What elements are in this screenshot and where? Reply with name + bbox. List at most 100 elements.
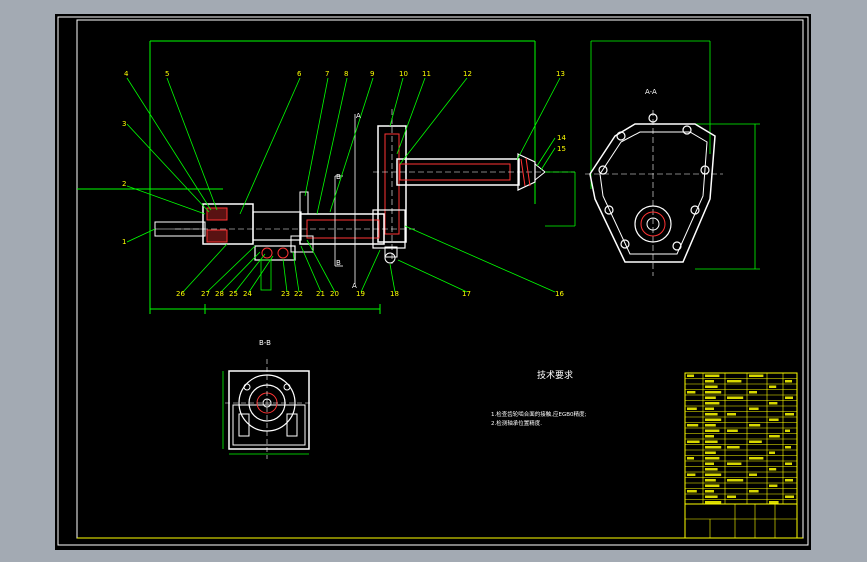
table-cell-mark <box>749 407 759 410</box>
part-label: 1 <box>122 238 126 246</box>
part-label: 17 <box>462 290 471 298</box>
table-cell-mark <box>705 380 714 383</box>
table-cell-mark <box>769 418 779 421</box>
part-label: 26 <box>176 290 185 298</box>
table-cell-mark <box>769 451 775 454</box>
table-cell-mark <box>785 462 792 465</box>
table-cell-mark <box>769 385 777 388</box>
table-cell-mark <box>705 484 720 487</box>
part-label: 13 <box>556 70 565 78</box>
part-label: 3 <box>122 120 126 128</box>
table-cell-mark <box>705 424 716 427</box>
part-label: 15 <box>557 145 566 153</box>
part-label: 18 <box>390 290 399 298</box>
table-cell-mark <box>749 391 757 394</box>
table-cell-mark <box>749 424 761 427</box>
part-label: 24 <box>243 290 252 298</box>
part-label: 10 <box>399 70 408 78</box>
table-cell-mark <box>687 407 697 410</box>
tech-req-heading: 技术要求 <box>537 369 573 381</box>
table-cell-mark <box>769 468 777 471</box>
table-cell-mark <box>727 446 740 449</box>
part-label: 23 <box>281 290 290 298</box>
part-label: 19 <box>356 290 365 298</box>
part-label: 16 <box>555 290 564 298</box>
parts-list-table <box>684 372 798 539</box>
leader-lines <box>126 77 561 293</box>
table-cell-mark <box>705 435 714 438</box>
table-cell-mark <box>687 374 694 377</box>
table-cell-mark <box>785 380 792 383</box>
part-label: 2 <box>122 180 126 188</box>
part-label: 7 <box>325 70 329 78</box>
section-bb-label: B-B <box>259 339 271 347</box>
outer-border <box>57 16 809 546</box>
table-cell-mark <box>785 495 794 498</box>
cad-viewport: 4 5 6 7 8 9 10 11 12 13 3 2 1 26 27 28 2… <box>55 14 811 550</box>
table-cell-mark <box>705 385 718 388</box>
table-cell-mark <box>705 374 720 377</box>
table-cell-mark <box>705 479 716 482</box>
table-cell-mark <box>705 495 718 498</box>
table-cell-mark <box>785 446 791 449</box>
inner-border <box>76 19 804 539</box>
drawing-canvas: 4 5 6 7 8 9 10 11 12 13 3 2 1 26 27 28 2… <box>57 16 809 546</box>
section-marker-b-bottom: B <box>336 259 341 267</box>
part-label: 27 <box>201 290 210 298</box>
table-cell-mark <box>785 396 793 399</box>
table-cell-mark <box>749 473 757 476</box>
table-cell-mark <box>687 424 699 427</box>
table-cell-mark <box>705 407 714 410</box>
table-cell-mark <box>769 501 779 504</box>
table-cell-mark <box>705 429 720 432</box>
table-cell-mark <box>785 479 793 482</box>
table-cell-mark <box>687 490 697 493</box>
table-cell-mark <box>687 473 696 476</box>
table-cell-mark <box>727 479 744 482</box>
part-label: 21 <box>316 290 325 298</box>
table-cell-mark <box>705 396 716 399</box>
table-cell-mark <box>705 473 722 476</box>
section-marker-a-top: A <box>356 112 361 120</box>
table-cell-mark <box>727 429 738 432</box>
table-cell-mark <box>705 413 718 416</box>
section-bb-view <box>222 359 313 459</box>
table-cell-mark <box>749 457 764 460</box>
table-cell-mark <box>769 435 780 438</box>
part-label: 9 <box>370 70 374 78</box>
part-label: 20 <box>330 290 339 298</box>
part-number-labels: 4 5 6 7 8 9 10 11 12 13 3 2 1 26 27 28 2… <box>122 70 566 298</box>
table-cell-mark <box>769 402 778 405</box>
table-cell-mark <box>705 402 720 405</box>
table-cell-mark <box>705 391 722 394</box>
table-cell-mark <box>705 462 714 465</box>
table-cell-mark <box>727 495 736 498</box>
section-aa-label: A-A <box>645 88 657 96</box>
part-label: 5 <box>165 70 169 78</box>
table-cell-mark <box>705 418 722 421</box>
part-label: 14 <box>557 134 566 142</box>
section-marker-b-top: B <box>336 173 341 181</box>
table-cell-mark <box>687 440 700 443</box>
part-label: 25 <box>229 290 238 298</box>
table-cell-mark <box>727 396 744 399</box>
section-markers: A A B B <box>336 112 361 290</box>
part-label: 12 <box>463 70 472 78</box>
table-cell-mark <box>749 490 759 493</box>
table-cell-mark <box>687 391 696 394</box>
part-label: 6 <box>297 70 302 78</box>
part-label: 8 <box>344 70 348 78</box>
section-aa-view <box>545 40 760 276</box>
table-cell-mark <box>705 457 720 460</box>
table-cell-mark <box>705 468 718 471</box>
table-cell-mark <box>687 457 694 460</box>
table-cell-mark <box>705 451 716 454</box>
table-cell-mark <box>769 484 778 487</box>
part-label: 28 <box>215 290 224 298</box>
table-cell-mark <box>705 446 722 449</box>
part-label: 11 <box>422 70 431 78</box>
table-cell-mark <box>727 462 742 465</box>
table-cell-mark <box>727 380 742 383</box>
part-label: 4 <box>124 70 129 78</box>
table-cell-mark <box>705 440 718 443</box>
